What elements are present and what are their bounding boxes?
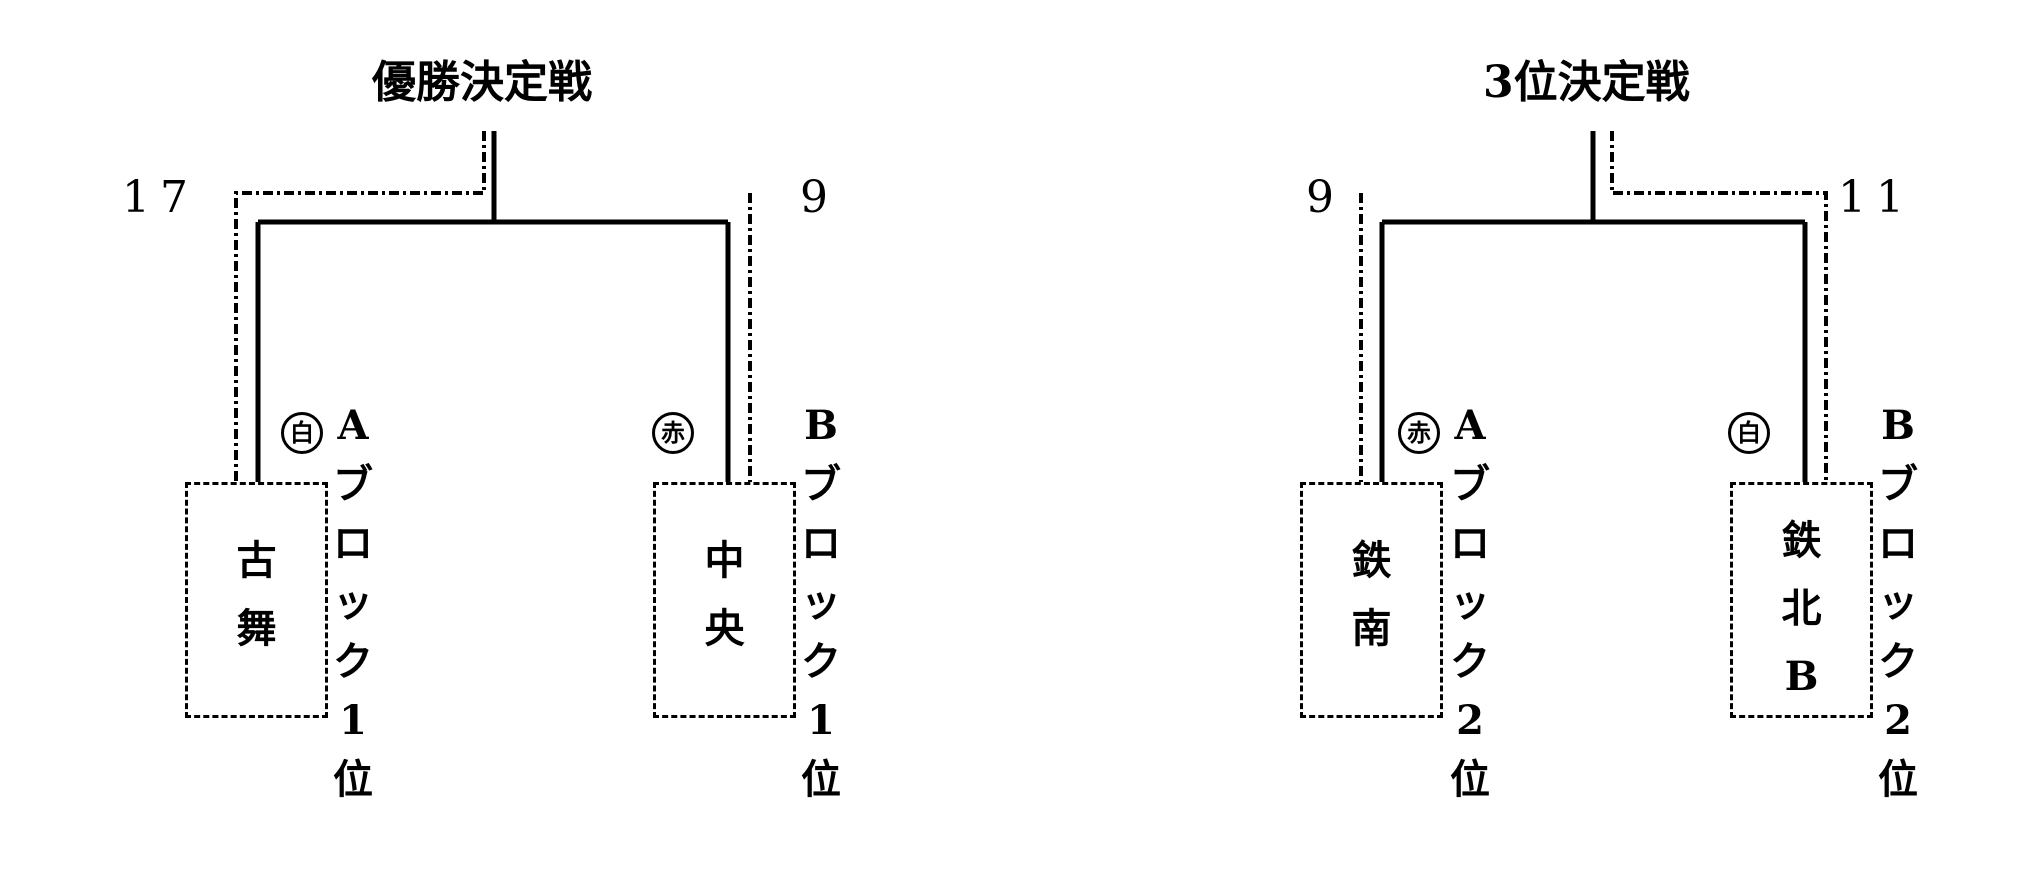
final-left-team-box: 古 舞 xyxy=(185,482,328,718)
third-place-left-color-badge: 赤 xyxy=(1398,412,1440,454)
final-bracket-lines xyxy=(255,131,731,482)
final-right-color-badge: 赤 xyxy=(652,412,694,454)
third-place-bracket-lines xyxy=(1379,131,1808,482)
third-place-right-team-name: 鉄 北 B xyxy=(1781,517,1822,700)
final-left-color-badge: 白 xyxy=(281,412,323,454)
final-right-score: 9 xyxy=(800,172,838,223)
final-winner-path xyxy=(234,131,752,482)
final-left-score: 17 xyxy=(122,172,198,223)
third-place-left-team-name: 鉄 南 xyxy=(1351,537,1392,652)
third-place-left-block-label: A ブ ロ ッ ク 2 位 xyxy=(1450,402,1490,803)
final-right-block-label: B ブ ロ ッ ク 1 位 xyxy=(801,402,841,803)
final-title: 優勝決定戦 xyxy=(372,57,592,108)
third-place-right-block-label: B ブ ロ ッ ク 2 位 xyxy=(1878,402,1918,803)
third-place-right-color-badge: 白 xyxy=(1728,412,1770,454)
final-left-block-label: A ブ ロ ッ ク 1 位 xyxy=(333,402,373,803)
final-right-team-box: 中 央 xyxy=(653,482,796,718)
third-place-right-team-box: 鉄 北 B xyxy=(1730,482,1873,718)
third-place-title: 3位決定戦 xyxy=(1483,57,1690,108)
third-place-winner-path xyxy=(1359,131,1828,482)
third-place-left-team-box: 鉄 南 xyxy=(1300,482,1443,718)
final-right-team-name: 中 央 xyxy=(704,537,745,652)
final-left-team-name: 古 舞 xyxy=(236,537,277,652)
third-place-left-score: 9 xyxy=(1306,172,1344,223)
third-place-right-score: 11 xyxy=(1838,172,1914,223)
